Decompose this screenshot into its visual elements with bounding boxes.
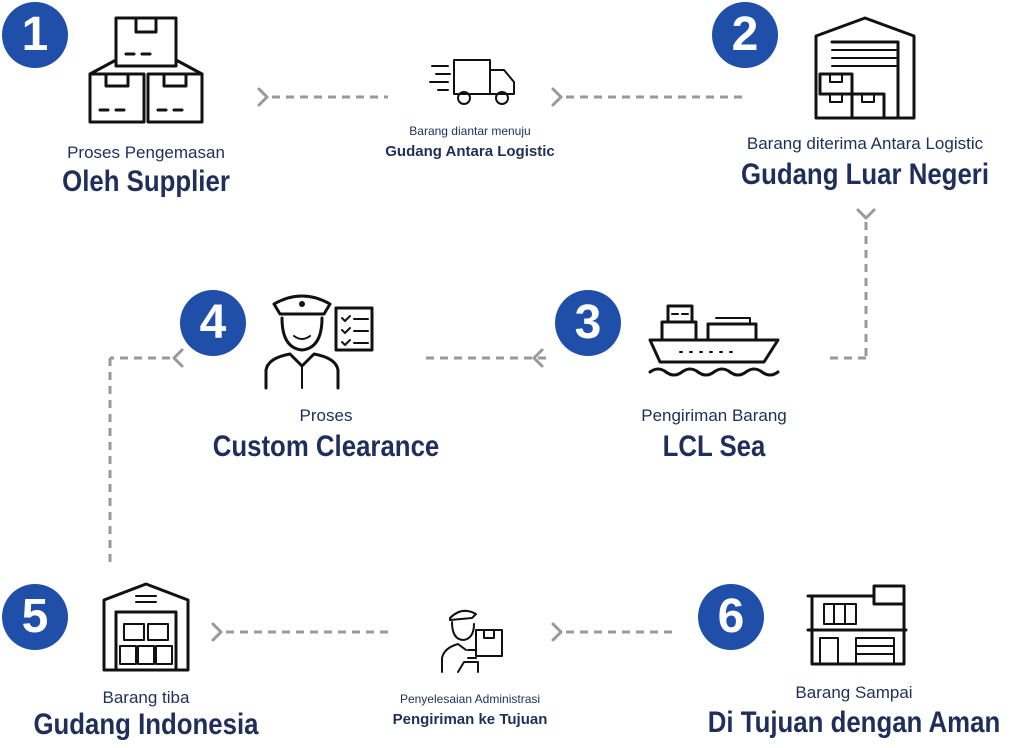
- connector-chevron-4: [172, 348, 184, 368]
- connector-chevron-5a: [211, 622, 223, 642]
- step-3-subtitle: Pengiriman Barang: [641, 406, 787, 425]
- connector-chevron-5b: [551, 622, 563, 642]
- connector-chevron-2: [856, 208, 876, 220]
- step-1-subtitle: Proses Pengemasan: [67, 143, 225, 162]
- connector-chevron-3: [532, 348, 544, 368]
- warehouse-icon: [814, 16, 916, 120]
- step-6-badge: 6: [698, 584, 764, 650]
- transition-a-subtitle: Barang diantar menuju: [409, 124, 531, 138]
- step-5-subtitle: Barang tiba: [102, 688, 190, 707]
- warehouse-indonesia-icon: [102, 582, 190, 672]
- transition-b-subtitle: Penyelesaian Administrasi: [399, 692, 541, 706]
- step-4-badge: 4: [180, 290, 246, 356]
- connector-chevron-1b: [551, 87, 563, 107]
- connector-chevron-1a: [257, 87, 269, 107]
- step-2-badge: 2: [712, 2, 778, 68]
- step-4-subtitle: Proses: [299, 406, 353, 425]
- boxes-icon: [88, 16, 204, 124]
- step-4-title: Custom Clearance: [212, 430, 440, 463]
- step-5-badge: 5: [2, 584, 68, 650]
- step-6-subtitle: Barang Sampai: [795, 683, 913, 702]
- transition-b-title: Pengiriman ke Tujuan: [392, 711, 548, 728]
- transition-a-title: Gudang Antara Logistic: [385, 143, 555, 160]
- step-3-badge: 3: [555, 290, 621, 356]
- courier-icon: [441, 609, 503, 673]
- step-6-title: Di Tujuan dengan Aman: [707, 706, 1001, 739]
- step-2-subtitle: Barang diterima Antara Logistic: [746, 134, 984, 153]
- step-5-title: Gudang Indonesia: [33, 708, 259, 741]
- delivery-truck-icon: [429, 59, 515, 105]
- cargo-ship-icon: [648, 304, 780, 377]
- step-1-title: Oleh Supplier: [62, 165, 230, 198]
- house-icon: [806, 584, 908, 666]
- step-3-title: LCL Sea: [662, 430, 766, 463]
- step-1-badge: 1: [2, 2, 68, 68]
- step-2-title: Gudang Luar Negeri: [740, 158, 990, 191]
- customs-officer-icon: [264, 294, 374, 390]
